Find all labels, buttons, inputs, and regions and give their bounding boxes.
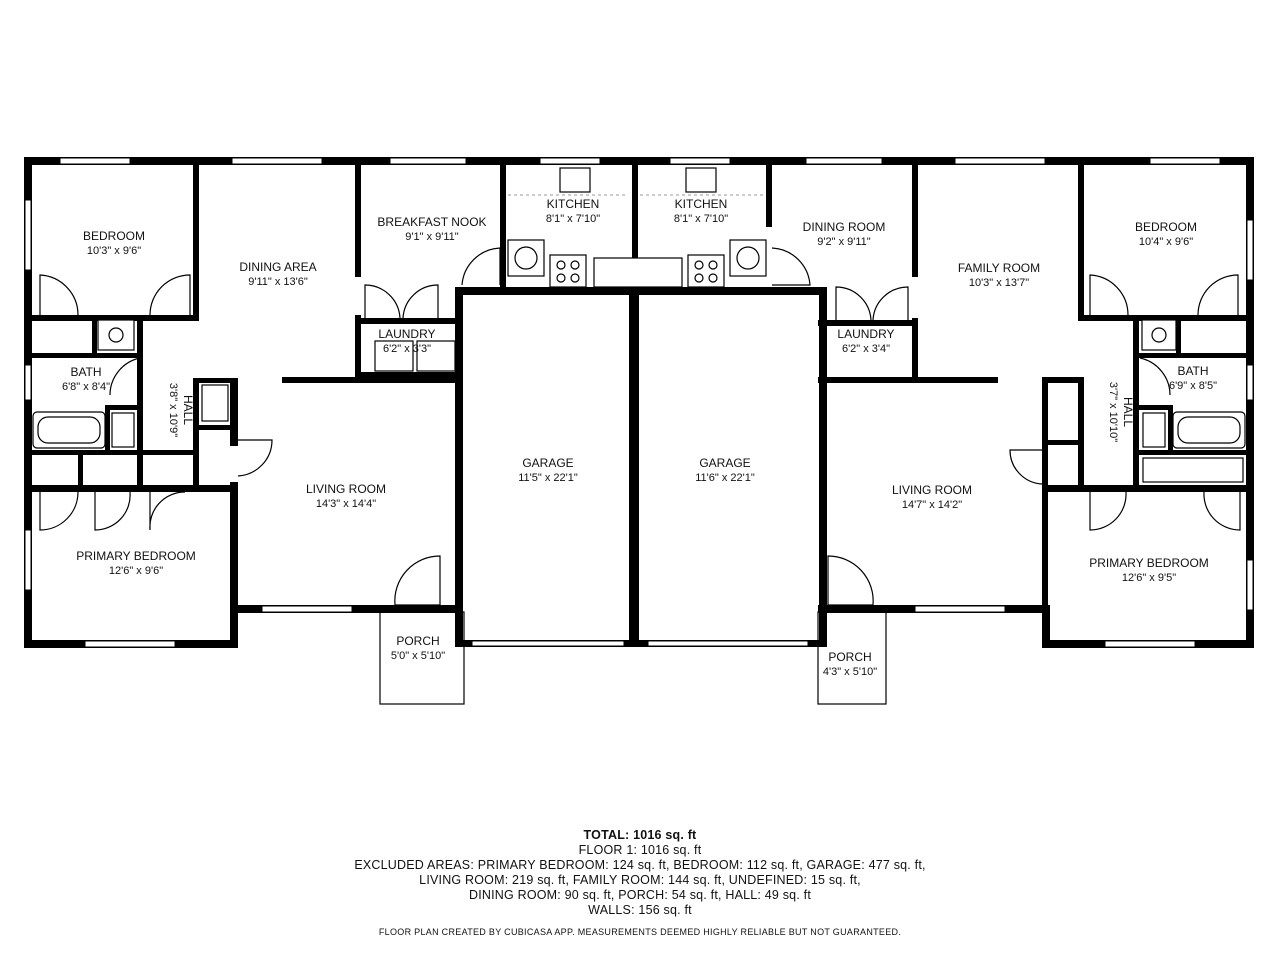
dining-area-dims: 9'11" x 13'6" — [248, 276, 308, 288]
bath-left-name: BATH — [70, 365, 101, 379]
fixtures — [32, 167, 1246, 483]
dining-area-name: DINING AREA — [239, 260, 316, 274]
porch-right-name: PORCH — [828, 650, 871, 664]
laundry-right-name: LAUNDRY — [837, 327, 894, 341]
windows — [24, 157, 1254, 648]
living-right-name: LIVING ROOM — [892, 483, 972, 497]
laundry-right-dims: 6'2" x 3'4" — [842, 343, 890, 355]
total-area: TOTAL: 1016 sq. ft — [583, 828, 697, 842]
kitchen-left-name: KITCHEN — [547, 197, 600, 211]
kitchen-right-name: KITCHEN — [675, 197, 728, 211]
garage-left-dims: 11'5" x 22'1" — [518, 472, 578, 484]
living-right-dims: 14'7" x 14'2" — [902, 499, 962, 511]
dining-room-name: DINING ROOM — [803, 220, 886, 234]
laundry-left-dims: 6'2" x 3'3" — [383, 343, 431, 355]
bedroom-left-name: BEDROOM — [83, 229, 145, 243]
dining-room-dims: 9'2" x 9'11" — [817, 236, 870, 248]
credit-note: FLOOR PLAN CREATED BY CUBICASA APP. MEAS… — [378, 927, 902, 937]
kitchen-right-dims: 8'1" x 7'10" — [674, 213, 728, 225]
laundry-left-name: LAUNDRY — [378, 327, 435, 341]
family-room-name: FAMILY ROOM — [958, 261, 1040, 275]
bath-right-dims: 6'9" x 8'5" — [1169, 380, 1217, 392]
porch-left-name: PORCH — [396, 634, 439, 648]
hall-right-dims: 3'7" x 10'10" — [1107, 382, 1119, 442]
excluded-areas-line-3: DINING ROOM: 90 sq. ft, PORCH: 54 sq. ft… — [468, 888, 812, 902]
bedroom-left-dims: 10'3" x 9'6" — [87, 245, 141, 257]
bedroom-right-dims: 10'4" x 9'6" — [1139, 236, 1193, 248]
bath-left-dims: 6'8" x 8'4" — [62, 381, 110, 393]
breakfast-nook-dims: 9'1" x 9'11" — [405, 231, 458, 243]
primary-right-dims: 12'6" x 9'5" — [1122, 572, 1176, 584]
garage-left-name: GARAGE — [522, 456, 573, 470]
room-labels: BEDROOM 10'3" x 9'6" DINING AREA 9'11" x… — [62, 197, 1217, 678]
bedroom-right-name: BEDROOM — [1135, 220, 1197, 234]
primary-right-name: PRIMARY BEDROOM — [1089, 556, 1209, 570]
hall-left-name: HALL — [181, 395, 195, 425]
porch-left-dims: 5'0" x 5'10" — [391, 650, 445, 662]
excluded-areas-line-2: LIVING ROOM: 219 sq. ft, FAMILY ROOM: 14… — [419, 873, 861, 887]
area-summary: TOTAL: 1016 sq. ft FLOOR 1: 1016 sq. ft … — [0, 828, 1280, 918]
primary-left-name: PRIMARY BEDROOM — [76, 549, 196, 563]
hall-left-dims: 3'8" x 10'9" — [167, 383, 179, 437]
living-left-name: LIVING ROOM — [306, 482, 386, 496]
interior-walls — [24, 157, 1254, 647]
garage-right-name: GARAGE — [699, 456, 750, 470]
family-room-dims: 10'3" x 13'7" — [969, 277, 1029, 289]
door-swings — [39, 247, 1241, 705]
kitchen-left-dims: 8'1" x 7'10" — [546, 213, 600, 225]
floor-plan: BEDROOM 10'3" x 9'6" DINING AREA 9'11" x… — [24, 157, 1254, 705]
floor-area: FLOOR 1: 1016 sq. ft — [578, 843, 702, 857]
bath-right-name: BATH — [1177, 364, 1208, 378]
porch-right-dims: 4'3" x 5'10" — [823, 666, 877, 678]
walls-area: WALLS: 156 sq. ft — [588, 903, 692, 917]
breakfast-nook-name: BREAKFAST NOOK — [377, 215, 486, 229]
excluded-areas-line-1: EXCLUDED AREAS: PRIMARY BEDROOM: 124 sq.… — [354, 858, 926, 872]
garage-right-dims: 11'6" x 22'1" — [695, 472, 755, 484]
living-left-dims: 14'3" x 14'4" — [316, 498, 376, 510]
primary-left-dims: 12'6" x 9'6" — [109, 565, 163, 577]
hall-right-name: HALL — [1121, 397, 1135, 427]
